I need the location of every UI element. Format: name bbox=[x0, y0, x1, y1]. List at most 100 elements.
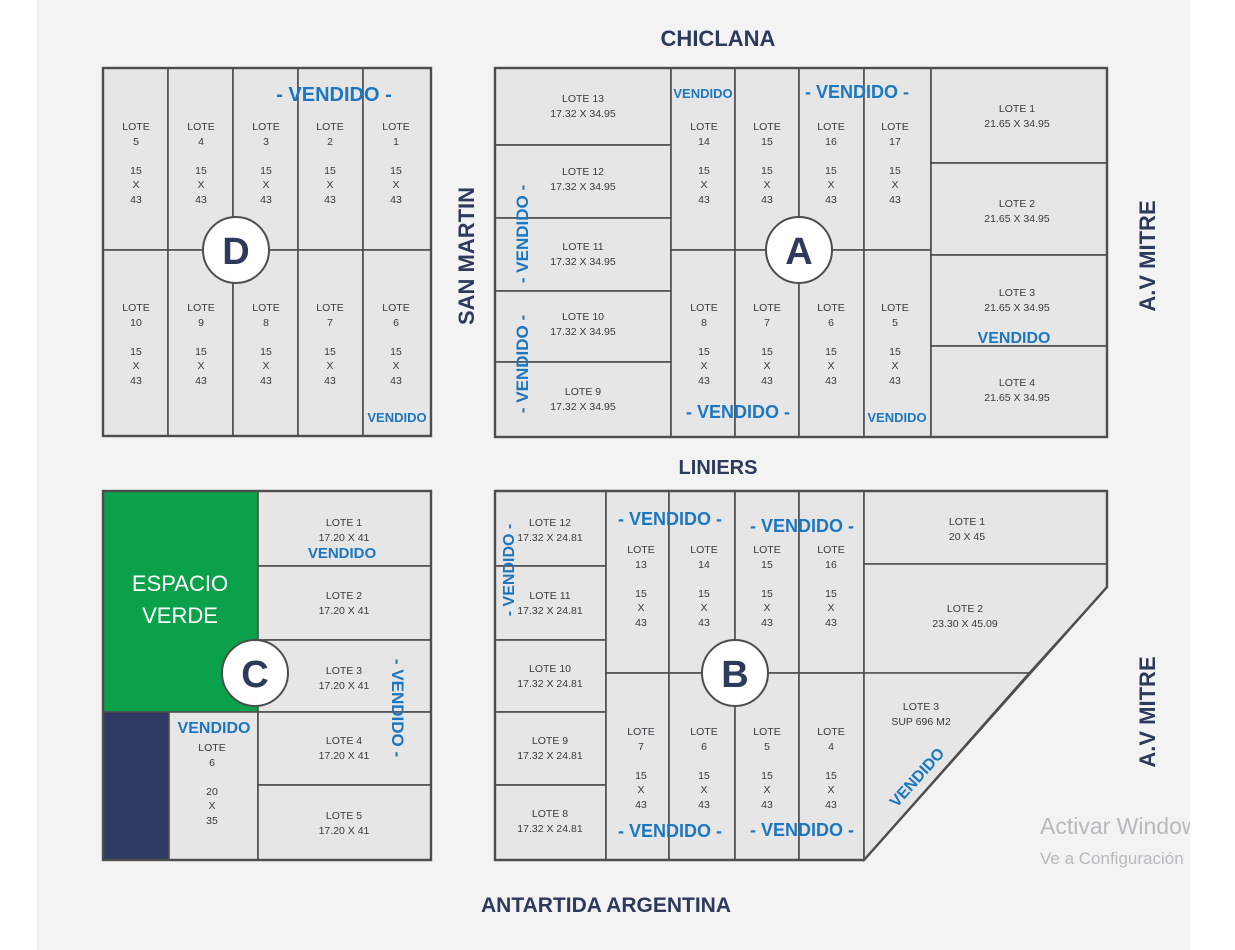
svg-text:X: X bbox=[132, 179, 139, 191]
lot-d-7[interactable] bbox=[297, 249, 364, 437]
lot-a-4[interactable] bbox=[930, 345, 1108, 438]
lot-b-9[interactable] bbox=[494, 711, 607, 786]
navy-lot[interactable] bbox=[102, 711, 170, 861]
svg-text:43: 43 bbox=[825, 799, 837, 811]
lot-d-6[interactable] bbox=[362, 249, 432, 437]
lot-b-10[interactable] bbox=[494, 639, 607, 713]
sold-label-a-lot5: VENDIDO bbox=[867, 410, 926, 425]
lot-a-13[interactable] bbox=[494, 67, 672, 146]
svg-text:X: X bbox=[637, 784, 644, 796]
sold-label-b-lots4-5: - VENDIDO - bbox=[750, 820, 854, 840]
svg-text:15: 15 bbox=[324, 165, 336, 177]
lot-b-12[interactable] bbox=[494, 490, 607, 567]
svg-text:15: 15 bbox=[195, 165, 207, 177]
block-a-outline bbox=[493, 66, 1109, 439]
svg-text:43: 43 bbox=[698, 375, 710, 387]
svg-text:LOTE: LOTE bbox=[690, 544, 717, 556]
svg-text:X: X bbox=[827, 602, 834, 614]
block-d-badge bbox=[202, 216, 270, 284]
lot-a-5[interactable] bbox=[863, 249, 932, 438]
watermark-line-1: Activar Windows bbox=[1040, 813, 1210, 839]
svg-text:15: 15 bbox=[761, 136, 773, 148]
sold-label-b-lots6-7: - VENDIDO - bbox=[618, 821, 722, 841]
svg-text:VERDE: VERDE bbox=[142, 603, 218, 628]
lot-d-5[interactable] bbox=[102, 67, 169, 251]
lot-b-8[interactable] bbox=[494, 784, 607, 861]
svg-text:43: 43 bbox=[195, 375, 207, 387]
svg-text:LOTE 9: LOTE 9 bbox=[532, 735, 568, 747]
lot-a-1[interactable] bbox=[930, 67, 1108, 164]
svg-text:X: X bbox=[827, 784, 834, 796]
svg-text:15: 15 bbox=[130, 346, 142, 358]
svg-text:X: X bbox=[326, 179, 333, 191]
block-c: ESPACIO VERDE LOTE 117.20 X 41 LOTE 217.… bbox=[101, 489, 433, 862]
lot-c-5[interactable] bbox=[257, 784, 432, 861]
svg-text:43: 43 bbox=[260, 194, 272, 206]
svg-text:X: X bbox=[197, 179, 204, 191]
lot-b-7[interactable] bbox=[605, 672, 670, 861]
svg-text:7: 7 bbox=[638, 741, 644, 753]
lot-b-4[interactable] bbox=[798, 672, 865, 861]
lot-b-8-label: LOTE 817.32 X 24.81 bbox=[517, 808, 583, 835]
lot-a-2[interactable] bbox=[930, 162, 1108, 256]
svg-text:17.20 X 41: 17.20 X 41 bbox=[319, 825, 370, 837]
svg-text:LOTE: LOTE bbox=[881, 302, 908, 314]
sold-label-b-lots13-14: - VENDIDO - bbox=[618, 509, 722, 529]
svg-text:LOTE: LOTE bbox=[122, 121, 149, 133]
svg-text:43: 43 bbox=[635, 799, 647, 811]
lot-a-1-label: LOTE 121.65 X 34.95 bbox=[984, 103, 1050, 130]
svg-text:6: 6 bbox=[393, 317, 399, 329]
lot-a-10[interactable] bbox=[494, 290, 672, 363]
svg-text:4: 4 bbox=[828, 741, 834, 753]
lot-b-1[interactable] bbox=[863, 490, 1108, 565]
svg-text:15: 15 bbox=[195, 346, 207, 358]
svg-text:15: 15 bbox=[698, 770, 710, 782]
svg-text:43: 43 bbox=[195, 194, 207, 206]
svg-text:SUP 696 M2: SUP 696 M2 bbox=[891, 716, 950, 728]
sold-label-c-lots3-4: - VENDIDO - bbox=[388, 659, 407, 757]
block-b-outline bbox=[493, 489, 1109, 862]
svg-text:LOTE 1: LOTE 1 bbox=[999, 103, 1035, 115]
lot-c-6[interactable] bbox=[168, 711, 259, 861]
lot-a-12[interactable] bbox=[494, 144, 672, 219]
lot-d-10[interactable] bbox=[102, 249, 169, 437]
lot-b-16[interactable] bbox=[798, 490, 865, 674]
svg-text:43: 43 bbox=[130, 375, 142, 387]
sold-label-d-lot6: VENDIDO bbox=[367, 410, 426, 425]
sold-label-a-lot14: VENDIDO bbox=[673, 86, 732, 101]
svg-text:X: X bbox=[763, 602, 770, 614]
svg-text:LOTE: LOTE bbox=[187, 121, 214, 133]
svg-text:15: 15 bbox=[324, 346, 336, 358]
sold-label-a-lots16-17: - VENDIDO - bbox=[805, 82, 909, 102]
svg-text:7: 7 bbox=[764, 317, 770, 329]
svg-text:2: 2 bbox=[327, 136, 333, 148]
svg-text:8: 8 bbox=[263, 317, 269, 329]
lot-c-2[interactable] bbox=[257, 565, 432, 641]
svg-text:5: 5 bbox=[892, 317, 898, 329]
svg-text:43: 43 bbox=[635, 617, 647, 629]
lot-c-4[interactable] bbox=[257, 711, 432, 786]
lot-b-11[interactable] bbox=[494, 565, 607, 641]
svg-text:43: 43 bbox=[698, 617, 710, 629]
svg-text:X: X bbox=[637, 602, 644, 614]
svg-text:X: X bbox=[392, 179, 399, 191]
svg-text:LOTE 9: LOTE 9 bbox=[565, 386, 601, 398]
svg-text:14: 14 bbox=[698, 136, 710, 148]
lot-a-11[interactable] bbox=[494, 217, 672, 292]
svg-text:15: 15 bbox=[635, 770, 647, 782]
svg-text:LOTE: LOTE bbox=[753, 121, 780, 133]
lot-b-13[interactable] bbox=[605, 490, 670, 674]
green-space-label: ESPACIO VERDE bbox=[132, 571, 228, 628]
